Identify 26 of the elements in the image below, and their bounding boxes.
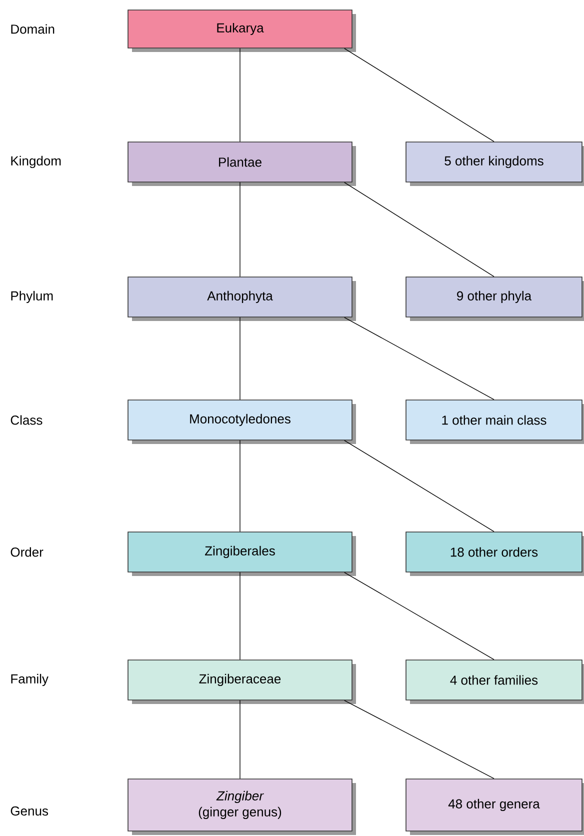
connector-line — [344, 440, 494, 532]
taxon-box: Zingiberales — [128, 532, 356, 576]
taxon-box: 9 other phyla — [406, 276, 584, 321]
connector-line — [344, 572, 494, 660]
connector-line — [344, 182, 494, 277]
rank-label: Phylum — [11, 290, 53, 304]
rank-label: Domain — [11, 24, 54, 34]
taxon-box: Zingiberaceae — [128, 660, 356, 704]
taxon-box: 4 other families — [406, 660, 584, 704]
taxon-box: Monocotyledones — [128, 400, 356, 444]
rank-label: Family — [11, 674, 48, 686]
rank-label: Genus — [10, 806, 48, 816]
taxon-box: 1 other main class — [406, 400, 584, 444]
taxon-box: 18 other orders — [406, 532, 584, 576]
taxon-box: 48 other genera — [406, 778, 584, 835]
taxon-box: Eukarya — [128, 10, 356, 52]
rank-label: Kingdom — [11, 156, 61, 168]
connector-line — [344, 700, 494, 779]
rank-label: Class — [10, 415, 42, 425]
connector-line — [344, 317, 494, 400]
taxon-box: 5 other kingdoms — [406, 142, 584, 186]
rank-label: Order — [10, 547, 44, 557]
taxon-box: Zingiber (ginger genus) — [128, 778, 356, 835]
connector-line — [344, 48, 494, 142]
taxon-box: Anthophyta — [128, 276, 356, 321]
taxon-box: Plantae — [128, 142, 356, 186]
